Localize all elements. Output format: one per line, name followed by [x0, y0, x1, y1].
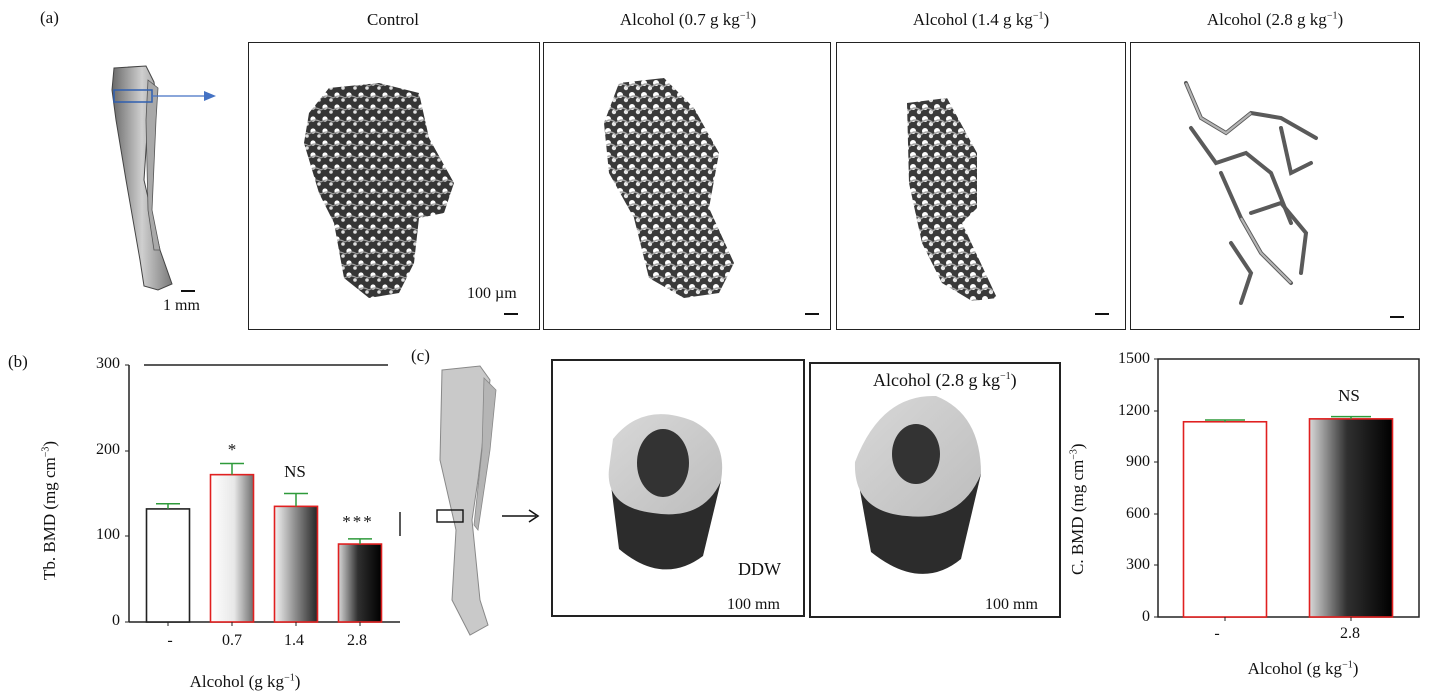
- cortical-scale-alcohol: 100 mm: [985, 596, 1038, 613]
- panel-a-label: (a): [40, 8, 59, 27]
- tb-bmd-chart: [0, 340, 410, 698]
- c-bmd-chart: [1060, 340, 1429, 698]
- bar--: [145, 508, 191, 623]
- column-title-alcohol-0-7: Alcohol (0.7 g kg−1): [619, 10, 757, 29]
- c-x-tick-2-8: 2.8: [1340, 625, 1360, 642]
- x-tick-1-4: 1.4: [284, 632, 304, 649]
- significance-0-7: *: [227, 440, 237, 459]
- cortical-scale-ddw: 100 mm: [727, 596, 780, 613]
- c-y-tick-1200: 1200: [1118, 402, 1150, 419]
- y-tick-0: 0: [112, 612, 120, 629]
- c-x-axis-label: Alcohol (g kg−1): [1247, 659, 1359, 678]
- trabecular-image-alcohol-0-7: [543, 42, 831, 330]
- bar--: [1182, 420, 1268, 618]
- significance-1-4: NS: [284, 462, 306, 481]
- column-title-alcohol-1-4: Alcohol (1.4 g kg−1): [912, 10, 1050, 29]
- x-tick-0-7: 0.7: [222, 632, 242, 649]
- trabecular-image-alcohol-2-8: [1130, 42, 1420, 330]
- scale-bar-alcohol-2-8: [1390, 316, 1404, 318]
- c-x-tick-control: -: [1214, 625, 1220, 642]
- panel-c-label: (c): [411, 346, 430, 365]
- trabecular-image-control: [248, 42, 540, 330]
- cortical-image-ddw: [551, 359, 805, 617]
- bar-2.8: [1308, 418, 1394, 618]
- overview-scale-bar: [181, 290, 195, 292]
- tibia-overview-image: [100, 60, 230, 300]
- significance-2-8: ***: [342, 512, 374, 531]
- overview-scale-label: 1 mm: [163, 297, 200, 314]
- column-title-alcohol-2-8: Alcohol (2.8 g kg−1): [1206, 10, 1344, 29]
- cortical-title-ddw: DDW: [738, 559, 781, 579]
- y-tick-300: 300: [96, 355, 120, 372]
- x-tick-2-8: 2.8: [347, 632, 367, 649]
- scale-bar-alcohol-1-4: [1095, 313, 1109, 315]
- y-tick-200: 200: [96, 441, 120, 458]
- c-significance-2-8: NS: [1338, 386, 1360, 405]
- cortical-image-alcohol-2-8: [809, 362, 1061, 618]
- bar-1.4: [273, 505, 319, 623]
- x-tick-control: -: [167, 632, 173, 649]
- x-axis-label-tb-bmd: Alcohol (g kg−1): [189, 672, 301, 691]
- cortical-title-alcohol-2-8: Alcohol (2.8 g kg−1): [873, 370, 1017, 390]
- scale-bar-control: [504, 313, 518, 315]
- c-y-tick-600: 600: [1126, 505, 1150, 522]
- c-y-tick-0: 0: [1142, 608, 1150, 625]
- panel-b-label: (b): [8, 352, 28, 371]
- scale-bar-alcohol-0-7: [805, 313, 819, 315]
- c-y-tick-900: 900: [1126, 453, 1150, 470]
- c-y-tick-300: 300: [1126, 556, 1150, 573]
- y-axis-label-c-bmd: C. BMD (mg cm−3): [1068, 443, 1087, 575]
- trabecular-image-alcohol-1-4: [836, 42, 1126, 330]
- bar-0.7: [209, 473, 255, 623]
- bar-2.8: [337, 543, 383, 623]
- y-tick-100: 100: [96, 526, 120, 543]
- fibula-overview-image: [430, 360, 550, 640]
- column-title-control: Control: [367, 10, 419, 29]
- scale-label-100um: 100 µm: [467, 285, 517, 302]
- y-axis-label-tb-bmd: Tb. BMD (mg cm−3): [40, 440, 59, 580]
- c-y-tick-1500: 1500: [1118, 350, 1150, 367]
